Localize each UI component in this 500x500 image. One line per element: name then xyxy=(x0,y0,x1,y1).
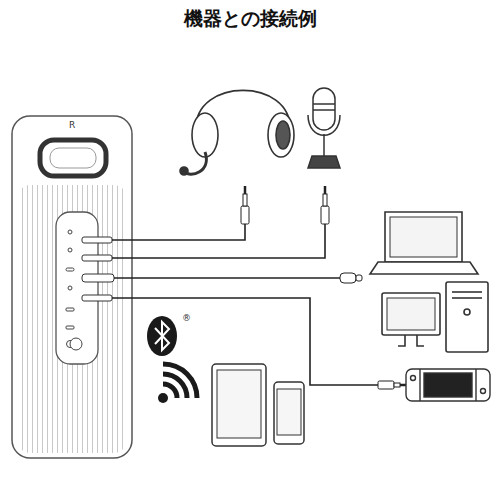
headset xyxy=(180,93,294,176)
bluetooth-logo xyxy=(147,316,197,403)
diagram-title: 機器との接続例 xyxy=(184,8,317,29)
desktop-pc xyxy=(382,282,488,352)
channel-mark: R xyxy=(69,121,75,131)
mobile-devices xyxy=(212,364,304,446)
microphone xyxy=(308,88,340,168)
registered-mark: ® xyxy=(182,314,191,324)
game-console xyxy=(406,369,490,401)
cables xyxy=(112,224,378,385)
laptop xyxy=(370,212,478,274)
speaker xyxy=(12,116,132,458)
